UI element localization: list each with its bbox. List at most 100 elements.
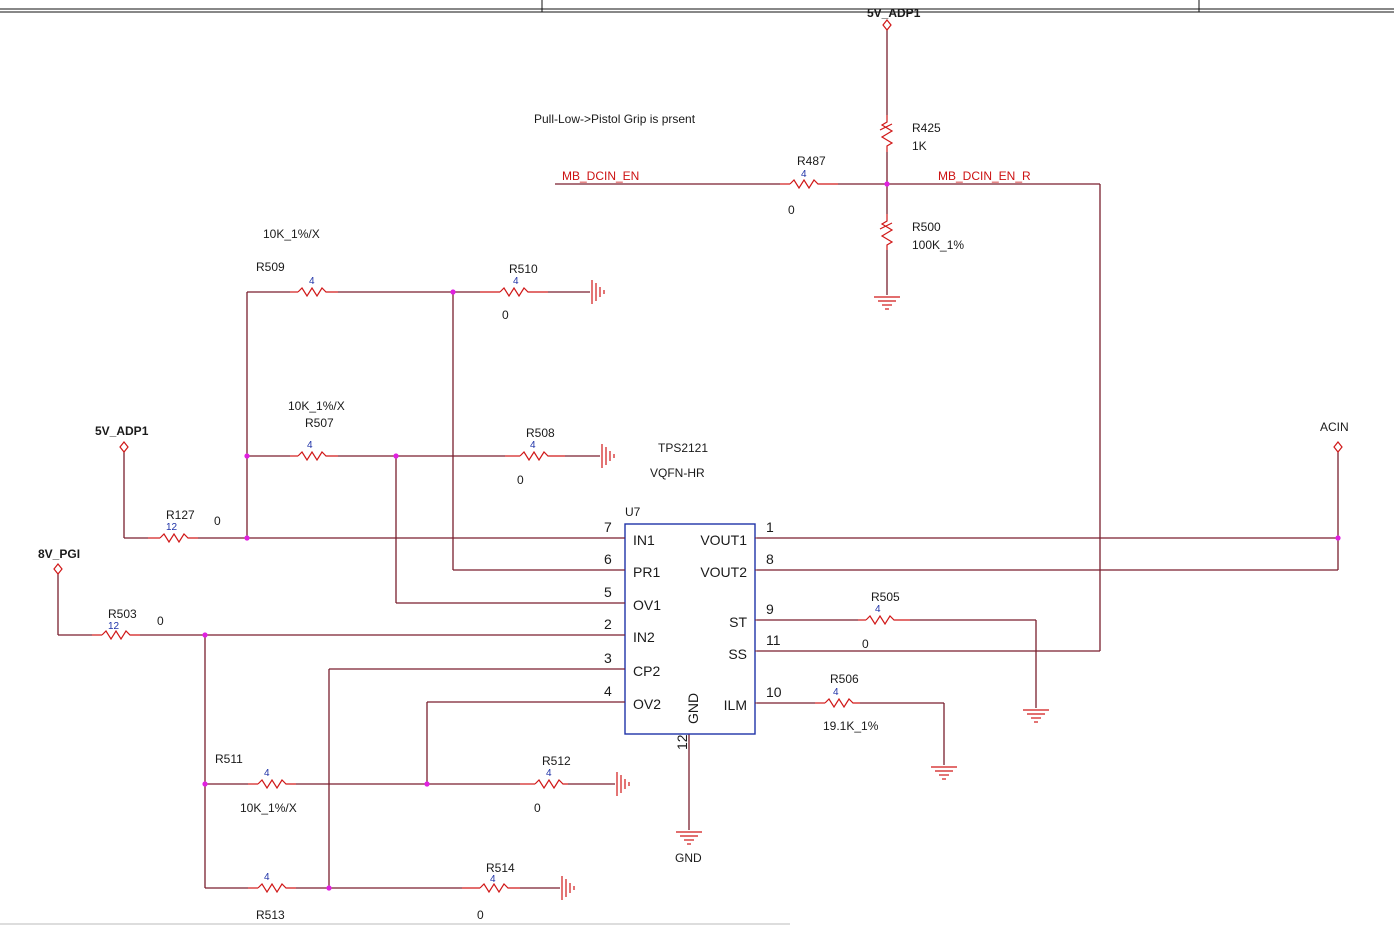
pin-name: CP2: [633, 663, 660, 679]
ground-icon: [601, 443, 615, 469]
pin-number: 5: [604, 584, 612, 600]
resistor-size: 4: [490, 874, 496, 885]
net-label: MB_DCIN_EN_R: [938, 169, 1031, 183]
junction-dot: [326, 885, 332, 891]
resistor-value: 0: [214, 514, 221, 528]
resistor-label: R503: [108, 607, 137, 621]
resistor-label: R500: [912, 220, 941, 234]
pin-name: PR1: [633, 564, 660, 580]
power-net-label: 5V_ADP1: [95, 424, 149, 438]
resistor-r500: [880, 214, 894, 250]
ground-icon: [616, 771, 630, 797]
resistor-label: R511: [215, 752, 243, 766]
resistor-r127: [159, 532, 198, 544]
resistors: R425 1K R500 100K_1% R487 4 0 R509 4 10K…: [92, 115, 964, 922]
ground-icon: [675, 831, 703, 845]
power-ports: 5V_ADP1 5V_ADP1 8V_PGI ACIN: [38, 6, 1349, 575]
resistor-r503: [101, 629, 140, 641]
pin-number: 9: [766, 601, 774, 617]
resistor-value: 10K_1%/X: [288, 399, 345, 413]
pin-name: OV1: [633, 597, 661, 613]
resistor-label: R505: [871, 590, 900, 604]
ic-package: VQFN-HR: [650, 466, 705, 480]
pin-number: 7: [604, 519, 612, 535]
resistor-r509: [297, 286, 338, 298]
junction-dot: [884, 181, 890, 187]
resistor-value: 0: [788, 203, 795, 217]
junction-dot: [450, 289, 456, 295]
resistor-value: 0: [477, 908, 484, 922]
resistor-label: R487: [797, 154, 826, 168]
resistor-value: 0: [862, 637, 869, 651]
resistor-size: 4: [833, 687, 839, 698]
ic-ref: U7: [625, 505, 641, 519]
pin-name: VOUT2: [700, 564, 747, 580]
resistor-value: 0: [502, 308, 509, 322]
resistor-r425: [880, 115, 894, 152]
net-label: MB_DCIN_EN: [562, 169, 639, 183]
resistor-label: R512: [542, 754, 571, 768]
ground-icon: [561, 875, 575, 901]
ic-part: TPS2121: [658, 441, 708, 455]
resistor-value: 0: [517, 473, 524, 487]
resistor-r514: [479, 882, 520, 894]
ground-icon: [1022, 709, 1050, 723]
resistor-r507: [297, 450, 338, 462]
resistor-r510: [499, 286, 548, 298]
ground-icon: [930, 766, 958, 780]
resistor-r487: [789, 178, 838, 190]
resistor-size: 4: [513, 276, 519, 287]
power-port-icon: [1333, 441, 1343, 453]
resistor-r506: [824, 697, 860, 709]
resistor-r505: [865, 614, 910, 626]
resistor-label: R425: [912, 121, 941, 135]
junction-dot: [424, 781, 430, 787]
resistor-r508: [519, 450, 565, 462]
resistor-label: R509: [256, 260, 285, 274]
pin-number: 1: [766, 519, 774, 535]
resistor-r511: [257, 778, 296, 790]
resistor-size: 4: [801, 169, 807, 180]
resistor-label: R510: [509, 262, 538, 276]
resistor-label: R513: [256, 908, 285, 922]
ic-u7: U7 TPS2121 VQFN-HR 7 6 5 2 3 4 IN1 PR1 O…: [597, 441, 785, 750]
resistor-value: 100K_1%: [912, 238, 964, 252]
pin-number: 6: [604, 551, 612, 567]
pin-name: IN1: [633, 532, 655, 548]
junction-dot: [202, 781, 208, 787]
pin-number: 2: [604, 616, 612, 632]
power-net-label: ACIN: [1320, 420, 1349, 434]
resistor-value: 10K_1%/X: [263, 227, 320, 241]
ground-icon: [873, 296, 901, 310]
gnd-label: GND: [675, 851, 702, 865]
wires: [57, 30, 1339, 889]
ground-icon: [591, 279, 605, 305]
pin-number: 4: [604, 683, 612, 699]
power-port-icon: [882, 19, 892, 31]
resistor-size: 4: [307, 440, 313, 451]
pin-number: 11: [766, 632, 781, 648]
resistor-size: 4: [530, 440, 536, 451]
pin-number: 10: [766, 684, 782, 700]
junction-dot: [244, 453, 250, 459]
pin-number: 8: [766, 551, 774, 567]
resistor-label: R514: [486, 861, 515, 875]
pin-number: 3: [604, 650, 612, 666]
resistor-r513: [257, 882, 296, 894]
net-labels: MB_DCIN_EN MB_DCIN_EN_R Pull-Low->Pistol…: [534, 112, 1031, 183]
resistor-size: 12: [108, 621, 120, 632]
resistor-value: 0: [157, 614, 164, 628]
resistor-size: 4: [309, 276, 315, 287]
pin-number: 12: [674, 734, 690, 750]
annotation-note: Pull-Low->Pistol Grip is prsent: [534, 112, 696, 126]
pin-name: GND: [685, 693, 701, 724]
junction-dot: [393, 453, 399, 459]
ground-symbols: GND: [561, 279, 1050, 901]
resistor-value: 1K: [912, 139, 927, 153]
junction-dot: [244, 535, 250, 541]
resistor-label: R508: [526, 426, 555, 440]
resistor-size: 4: [875, 604, 881, 615]
resistor-value: 0: [534, 801, 541, 815]
